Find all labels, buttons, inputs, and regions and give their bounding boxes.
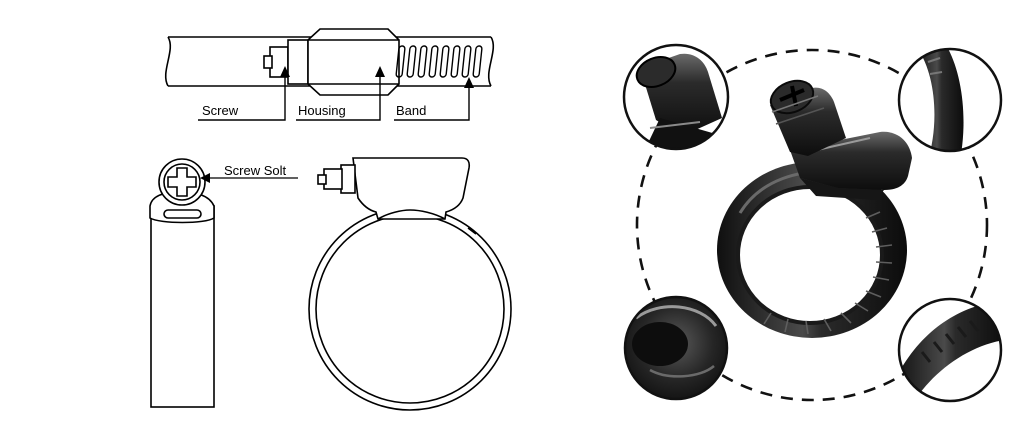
detail-housing-underside <box>625 297 727 399</box>
clamp-screw <box>769 79 846 156</box>
band-slots <box>395 45 483 78</box>
detail-band-top <box>899 49 1001 151</box>
side-view-diagram <box>164 28 495 121</box>
leader-lines <box>198 72 470 121</box>
clamp-photo <box>622 43 1003 403</box>
label-screw: Screw <box>202 103 239 118</box>
detail-screw-housing <box>624 45 728 149</box>
label-band: Band <box>396 103 426 118</box>
label-housing: Housing <box>298 103 346 118</box>
front-view-diagram <box>149 158 298 408</box>
detail-band-perforation <box>899 299 1001 401</box>
clamp-band <box>717 162 907 338</box>
detail-ring-dashed <box>635 48 989 402</box>
ring-view-diagram <box>308 157 512 411</box>
label-screw-slot: Screw Solt <box>224 163 287 178</box>
